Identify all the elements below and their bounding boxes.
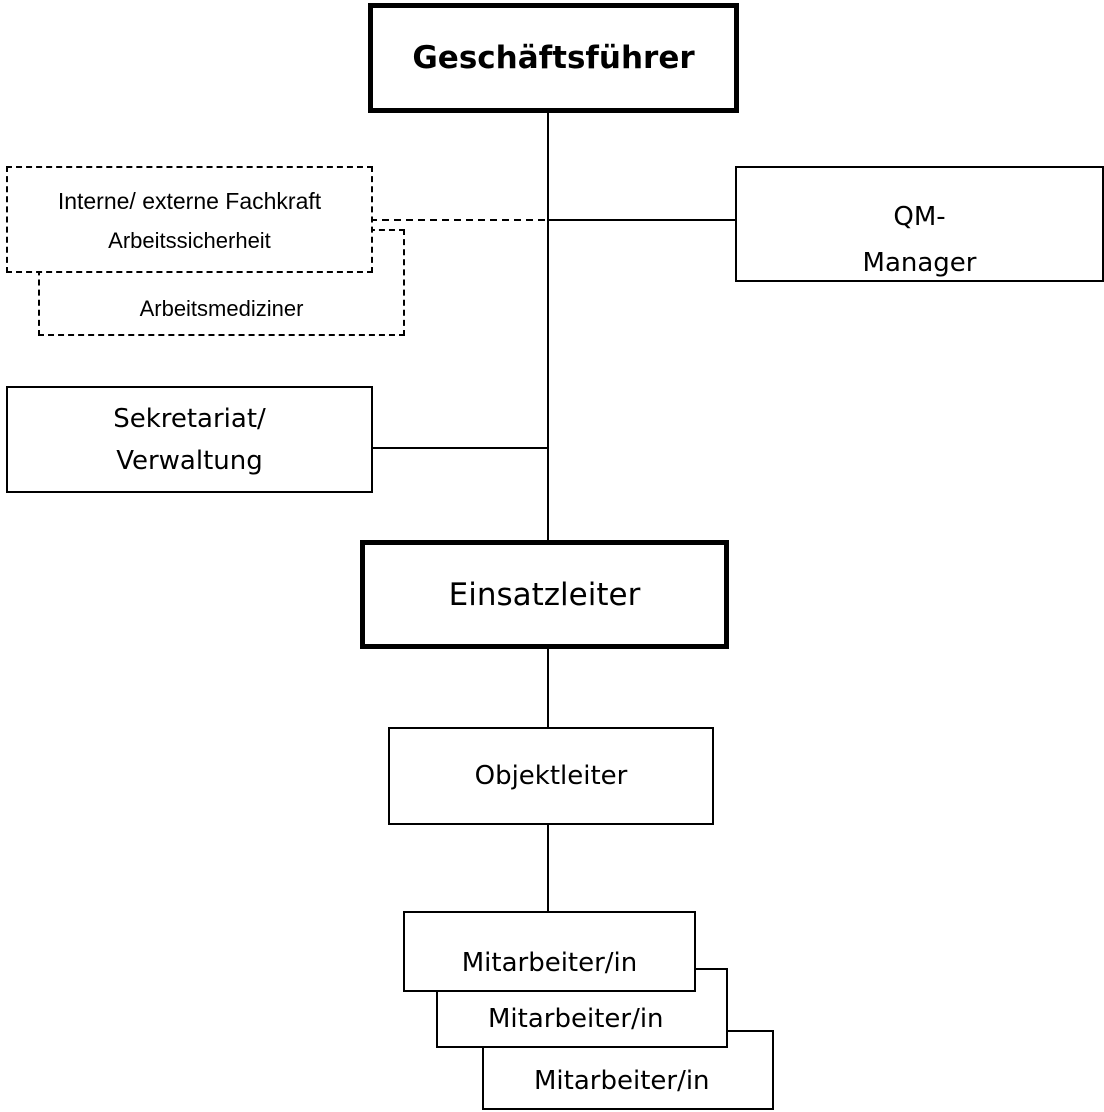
qm-manager-box: QM- Manager — [735, 166, 1104, 282]
employee-box-1: Mitarbeiter/in — [403, 911, 696, 992]
qm-label-line2: Manager — [862, 248, 977, 278]
site-manager-box: Objektleiter — [388, 727, 714, 825]
employee-label-3: Mitarbeiter/in — [534, 1066, 710, 1096]
occupational-doctor-label: Arbeitsmediziner — [139, 296, 304, 321]
employee-label-2: Mitarbeiter/in — [488, 1004, 664, 1034]
ceo-label: Geschäftsführer — [412, 40, 695, 76]
safety-box: Interne/ externe Fachkraft Arbeitssicher… — [6, 166, 373, 273]
qm-label-line1: QM- — [893, 202, 946, 232]
secretariat-label-line1: Sekretariat/ — [113, 403, 266, 434]
safety-label-line2: Arbeitssicherheit — [108, 227, 271, 253]
safety-label-line1: Interne/ externe Fachkraft — [57, 187, 322, 214]
secretariat-label-line2: Verwaltung — [116, 445, 263, 476]
secretariat-box: Sekretariat/ Verwaltung — [6, 386, 373, 493]
ceo-box: Geschäftsführer — [368, 3, 739, 113]
employee-label-1: Mitarbeiter/in — [461, 948, 638, 978]
site-manager-label: Objektleiter — [474, 761, 628, 791]
operations-manager-box: Einsatzleiter — [360, 540, 729, 649]
operations-manager-label: Einsatzleiter — [448, 576, 641, 613]
